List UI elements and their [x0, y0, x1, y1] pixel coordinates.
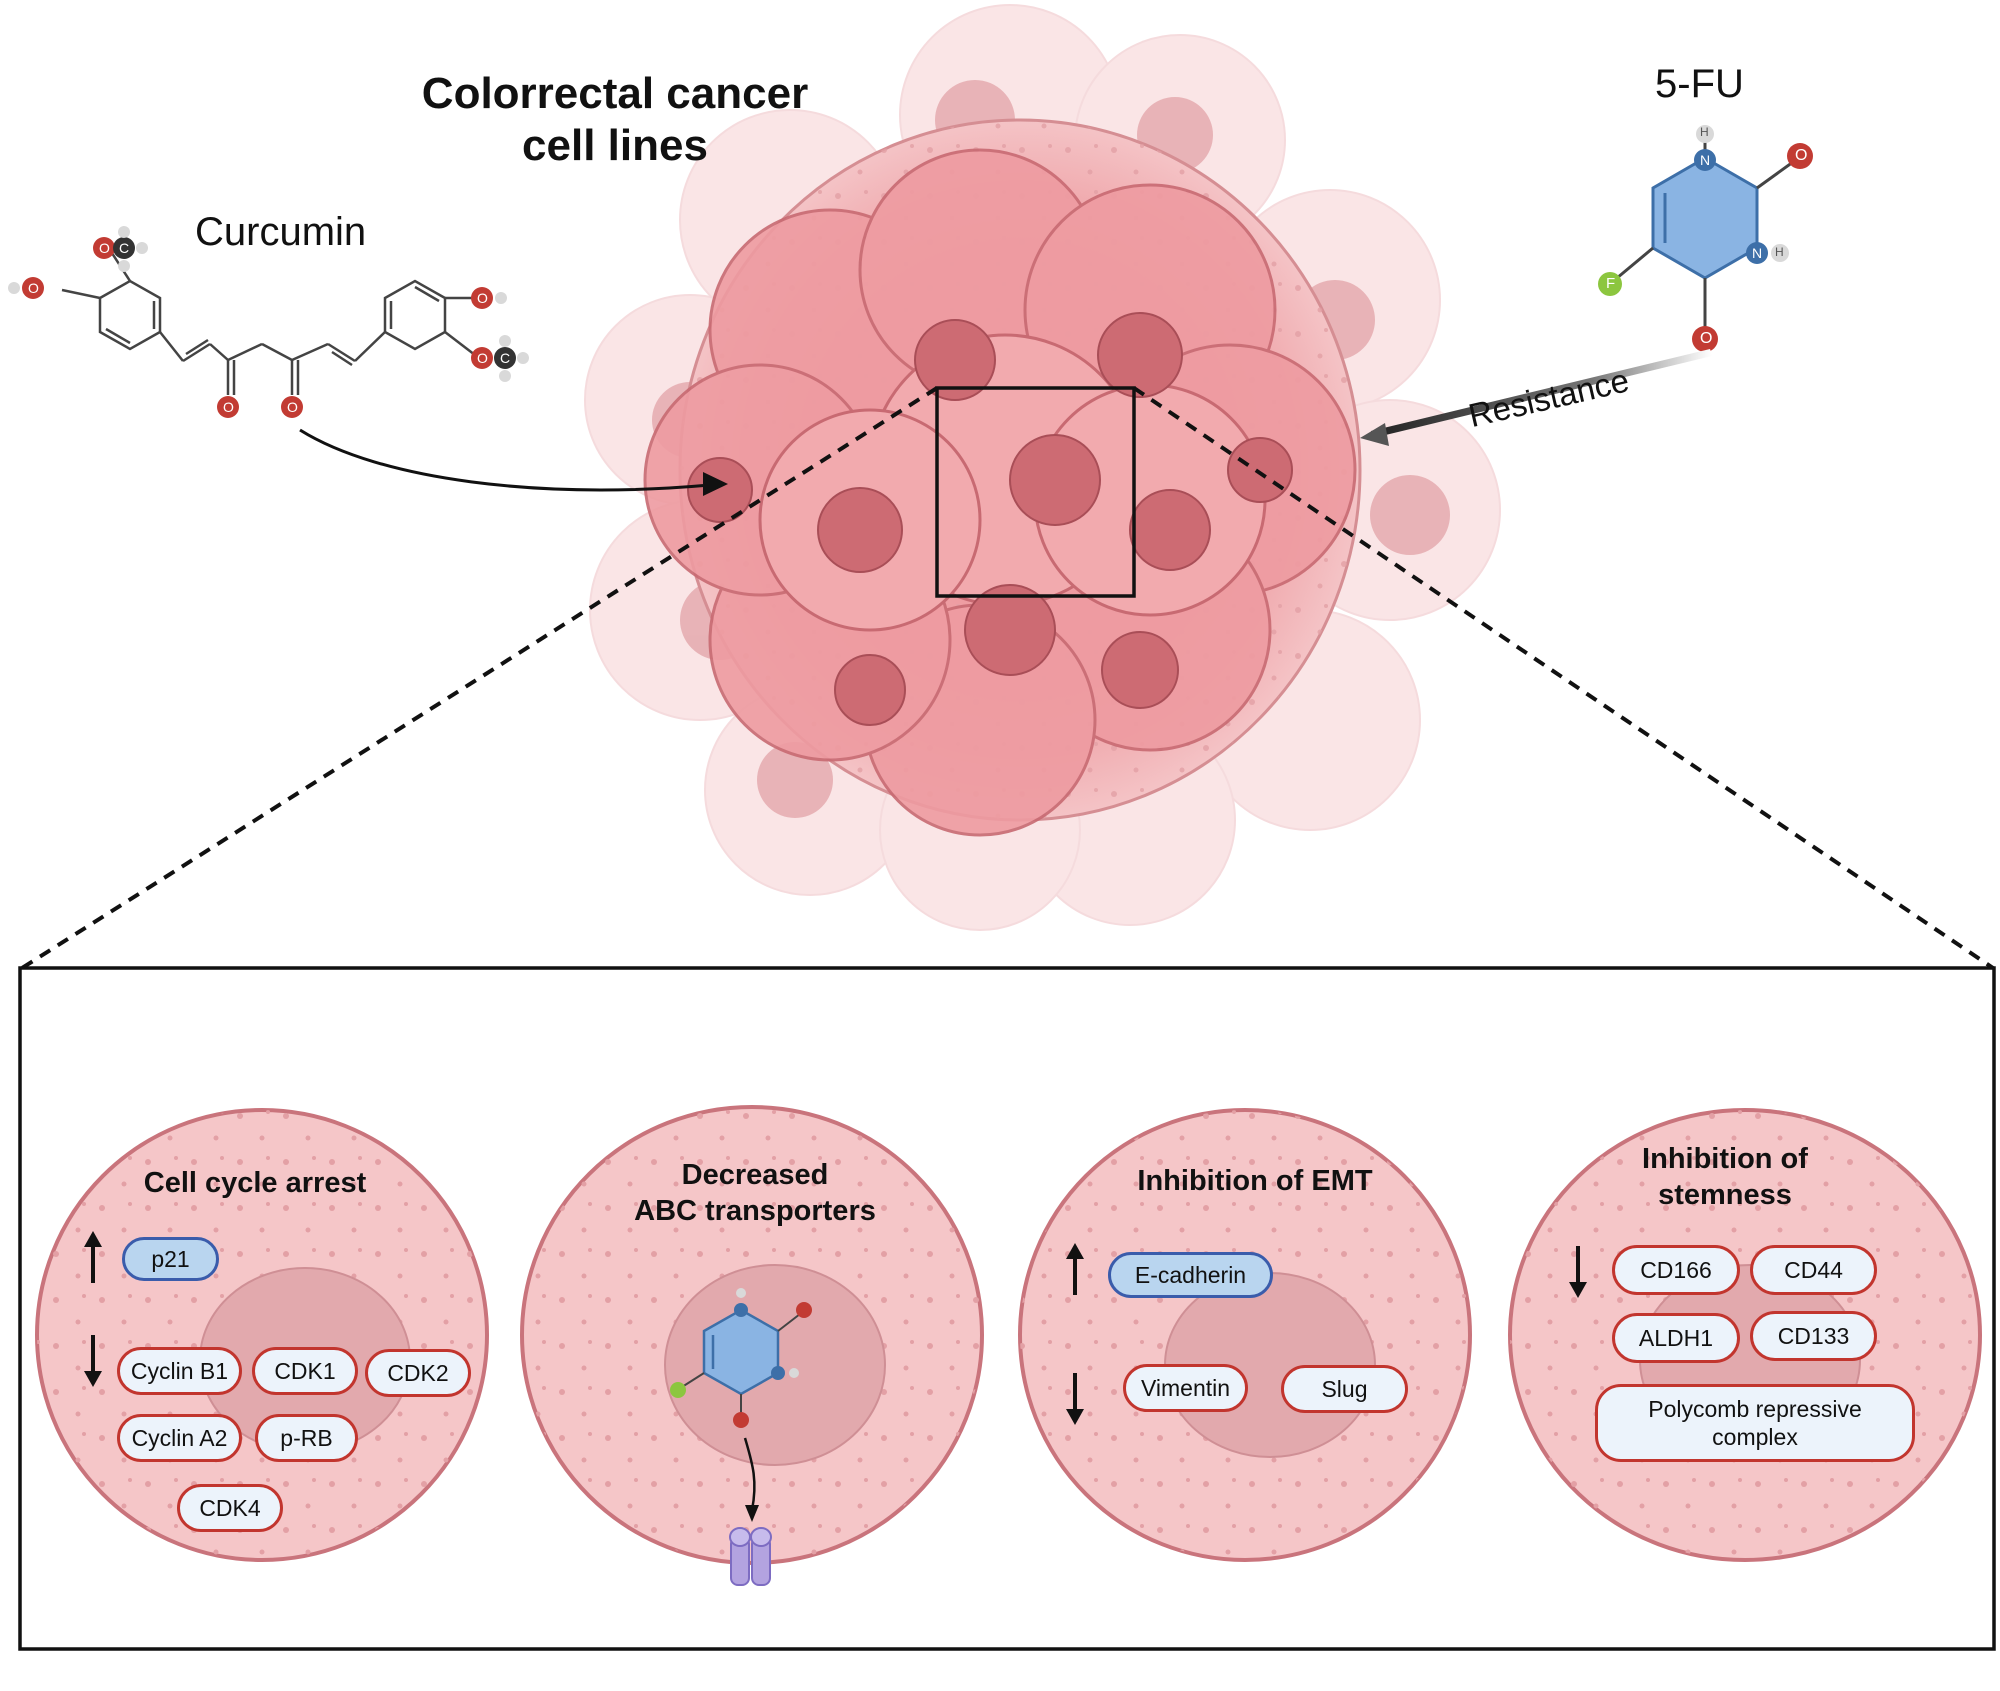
- marker-pill-e-cadherin: E-cadherin: [1108, 1252, 1273, 1298]
- panel-title-cell-cycle: Cell cycle arrest: [95, 1165, 415, 1201]
- zoom-box: [935, 386, 1136, 598]
- atom-label: O: [477, 290, 488, 306]
- abc-transporter-icon: [729, 1527, 772, 1586]
- marker-pill-cd166: CD166: [1612, 1245, 1740, 1295]
- panel-title-abc: Decreased ABC transporters: [575, 1157, 935, 1229]
- curcumin-arrow: [299, 428, 711, 492]
- zoom-projection-lines: [20, 386, 1995, 970]
- marker-pill-cyclin-a2: Cyclin A2: [117, 1414, 242, 1462]
- atom-label: C: [500, 350, 511, 366]
- marker-pill-p21: p21: [122, 1237, 219, 1281]
- marker-pill-slug: Slug: [1281, 1365, 1408, 1413]
- curcumin-structure: [61, 249, 476, 395]
- atom-label: O: [477, 350, 488, 366]
- marker-pill-aldh1: ALDH1: [1612, 1313, 1740, 1363]
- panel-cell-3: [1018, 1108, 1472, 1562]
- atom-label: O: [287, 399, 298, 415]
- title-line-1: Colorrectal cancer: [421, 69, 809, 118]
- title-line-2: cell lines: [522, 121, 708, 170]
- down-arrow-icon: [1569, 1246, 1587, 1298]
- atom-label: F: [1606, 275, 1616, 292]
- mechanisms-box: [18, 966, 1996, 1651]
- atom-label: H: [1700, 125, 1709, 139]
- marker-pill-cdk2: CDK2: [365, 1349, 471, 1397]
- marker-pill-cyclin-b1: Cyclin B1: [117, 1347, 242, 1395]
- atom-label: C: [119, 240, 130, 256]
- up-arrow-icon: [1066, 1243, 1084, 1295]
- panel-title-line: stemness: [1658, 1179, 1792, 1211]
- curcumin-atoms: [8, 226, 529, 418]
- atom-label: O: [28, 280, 39, 296]
- panel-title-line: Decreased: [681, 1159, 829, 1191]
- panel-title-line: Cell cycle arrest: [143, 1167, 367, 1199]
- atom-label: N: [1752, 245, 1763, 261]
- marker-pill-cdk1: CDK1: [252, 1347, 358, 1395]
- fu-label: 5-FU: [1655, 62, 1744, 106]
- panel-title-line: Inhibition of EMT: [1137, 1165, 1373, 1197]
- marker-pill-cd44: CD44: [1750, 1245, 1877, 1295]
- marker-pill-cd133: CD133: [1750, 1311, 1877, 1361]
- marker-pill-p-rb: p-RB: [255, 1414, 358, 1462]
- resistance-arrow: [1371, 349, 1712, 438]
- marker-pill-cdk4: CDK4: [177, 1484, 283, 1532]
- marker-pill-vimentin: Vimentin: [1123, 1364, 1248, 1412]
- curcumin-label: Curcumin: [195, 210, 367, 254]
- down-arrow-icon: [1066, 1373, 1084, 1425]
- atom-label: O: [223, 399, 234, 415]
- panel-title-line: ABC transporters: [634, 1195, 876, 1227]
- down-arrow-icon: [84, 1335, 102, 1387]
- atom-label: O: [1795, 147, 1808, 164]
- page-title: Colorrectal cancer cell lines: [385, 68, 845, 172]
- fu-structure: [1598, 125, 1813, 352]
- atom-label: O: [1700, 330, 1713, 347]
- marker-pill-polycomb: Polycomb repressive complex: [1595, 1384, 1915, 1462]
- atom-label: H: [1775, 245, 1784, 259]
- atom-label: O: [99, 240, 110, 256]
- up-arrow-icon: [84, 1231, 102, 1283]
- tumor-cluster: [584, 4, 1501, 931]
- panel-title-emt: Inhibition of EMT: [1070, 1163, 1440, 1199]
- panel-title-stemness: Inhibition of stemness: [1575, 1141, 1875, 1213]
- atom-label: N: [1700, 152, 1711, 168]
- panel-title-line: Inhibition of: [1642, 1143, 1808, 1175]
- fu-in-cell: [670, 1288, 812, 1522]
